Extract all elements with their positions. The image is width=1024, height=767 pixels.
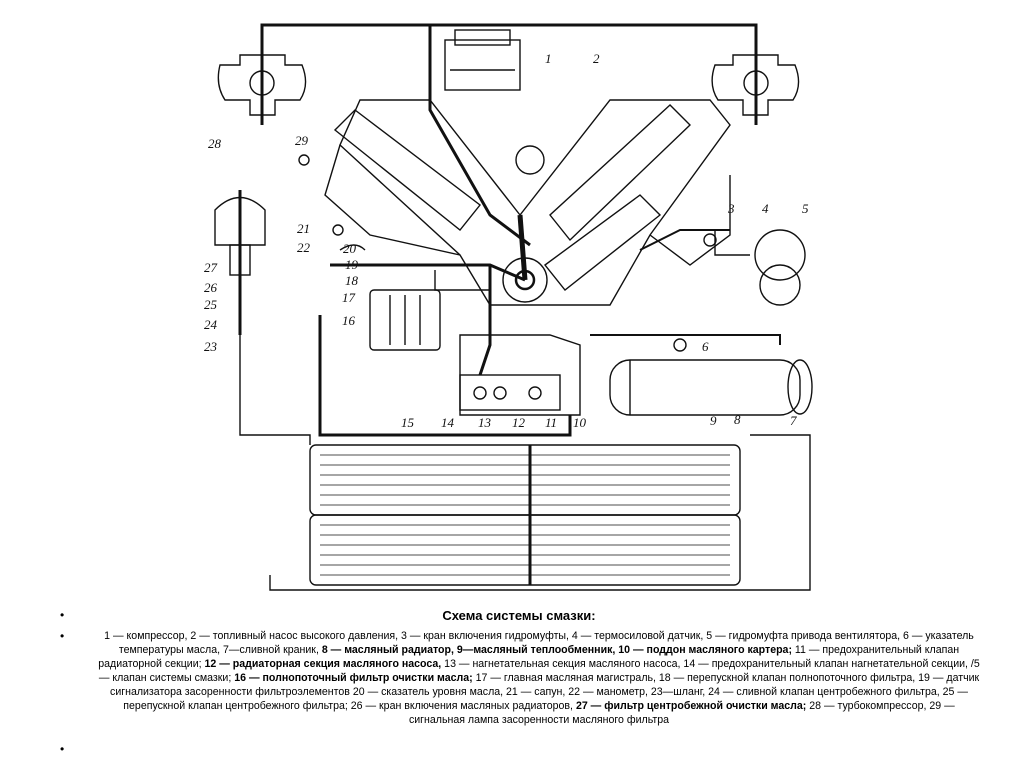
callout-label-3: 3 [727, 201, 735, 216]
centrifugal-filter [214, 190, 266, 335]
bullet: • [60, 608, 65, 622]
caption-block: • Схема системы смазки: • 1 — компрессор… [60, 608, 980, 727]
legend-segment: 1 — компрессор, 2 — топливный насос высо… [104, 630, 974, 656]
callout-label-27: 27 [204, 260, 218, 275]
callout-label-9: 9 [710, 413, 717, 428]
lubrication-system-diagram: 1234567891011121314151617181920212223242… [204, 23, 813, 591]
callout-label-16: 16 [342, 313, 356, 328]
callout-label-17: 17 [342, 290, 356, 305]
legend-segment: 28 — турбокомпрессор, 29 — сигнальная ла… [408, 700, 955, 726]
callout-label-19: 19 [345, 257, 359, 272]
callout-label-4: 4 [762, 201, 769, 216]
callout-label-8: 8 [734, 412, 741, 427]
warning-lamp [298, 154, 310, 166]
legend-segment: 11 — предохранительный клапан радиаторно… [98, 644, 960, 670]
caption-legend-row: • 1 — компрессор, 2 — топливный насос вы… [60, 629, 980, 727]
turbocharger-left [217, 35, 307, 125]
callout-label-29: 29 [295, 133, 309, 148]
legend-segment: 27 — фильтр центробежной очистки масла; [575, 700, 807, 712]
bullet: • [60, 629, 65, 643]
turbocharger-right [711, 35, 800, 125]
oil-heat-exchanger [609, 359, 813, 416]
callout-label-20: 20 [343, 241, 357, 256]
callout-label-28: 28 [208, 136, 222, 151]
callout-label-24: 24 [204, 317, 218, 332]
callout-label-18: 18 [345, 273, 359, 288]
callout-label-2: 2 [593, 51, 600, 66]
callout-label-14: 14 [441, 415, 455, 430]
oil-level-indicator [339, 244, 366, 251]
callout-label-21: 21 [297, 221, 310, 236]
engine-block [324, 99, 731, 306]
callout-label-6: 6 [702, 339, 709, 354]
legend-segment: 13 — нагнетательная секция масляного нас… [98, 658, 980, 684]
oil-temp-indicator [673, 338, 687, 352]
callout-label-11: 11 [545, 415, 557, 430]
callout-label-15: 15 [401, 415, 415, 430]
caption-title: Схема системы смазки: [442, 608, 596, 623]
callout-label-7: 7 [790, 413, 797, 428]
legend-segment: 17 — главная масляная магистраль, 18 — п… [110, 672, 980, 712]
callout-label-22: 22 [297, 240, 311, 255]
caption-title-row: • Схема системы смазки: [60, 608, 980, 623]
oil-radiator [309, 444, 741, 586]
callout-label-25: 25 [204, 297, 218, 312]
callout-label-23: 23 [204, 339, 218, 354]
callout-label-10: 10 [573, 415, 587, 430]
legend-segment: 8 — масляный радиатор, 9—масляный теплоо… [321, 644, 792, 656]
legend-text: 1 — компрессор, 2 — топливный насос высо… [98, 629, 980, 727]
full-flow-filter [369, 270, 490, 351]
callout-label-13: 13 [478, 415, 492, 430]
legend-segment: 16 — полнопоточный фильтр очистки масла; [234, 672, 473, 684]
compressor [444, 29, 521, 91]
callout-label-1: 1 [545, 51, 552, 66]
callout-label-5: 5 [802, 201, 809, 216]
legend-segment: 12 — радиаторная секция масляного насоса… [204, 658, 442, 670]
empty-bullet: • [60, 742, 65, 756]
fan-fluid-coupling [714, 229, 806, 306]
breather [332, 224, 344, 236]
oil-pump-valves [459, 374, 561, 411]
callout-label-12: 12 [512, 415, 526, 430]
callout-label-26: 26 [204, 280, 218, 295]
hydrocoupling-tap [703, 233, 717, 247]
